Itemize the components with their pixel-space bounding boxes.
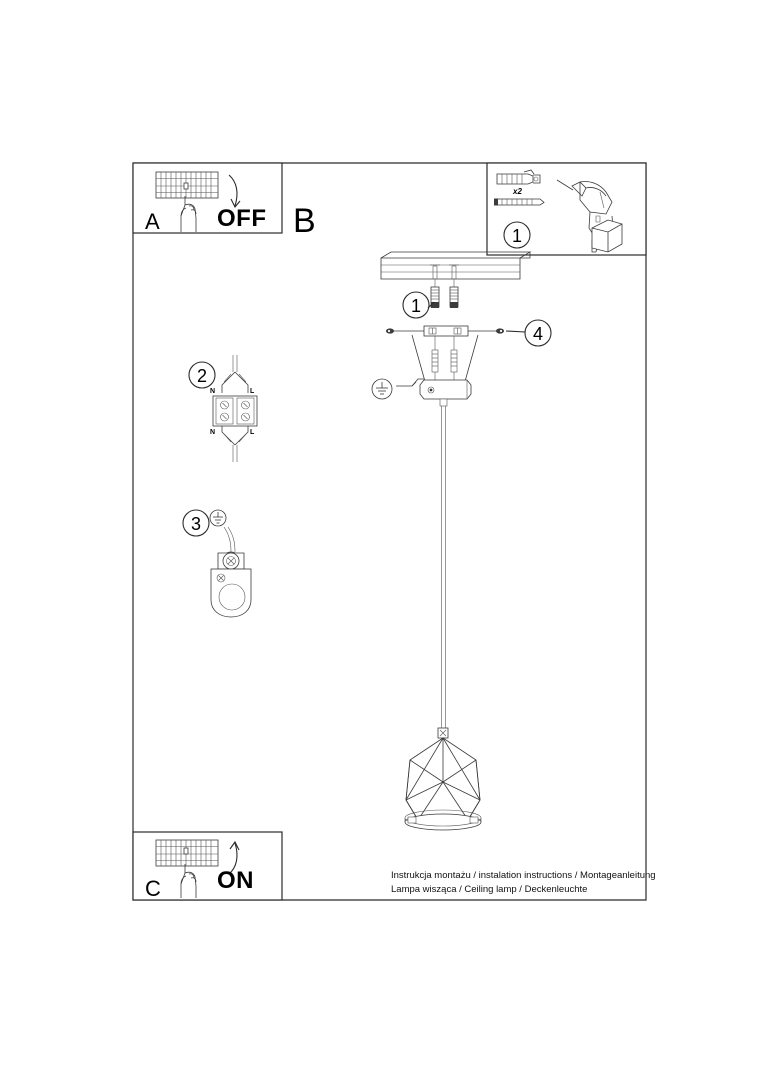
callout-1-parts-number: 1 [511,226,522,246]
parts-quantity-label: x2 [513,187,522,196]
callout-4 [505,319,552,347]
arrow-up-icon-c [228,840,240,875]
earth-ground-symbol-canopy [371,378,393,400]
callout-4-number: 4 [532,324,543,344]
ceiling-slab [380,251,532,280]
callout-2 [188,361,216,389]
terminal-label-l-bottom: L [250,429,255,436]
panel-c-letter: C [145,876,161,901]
mounting-screws [430,279,459,308]
lamp-shade-cage [404,727,482,831]
canopy-cable-clip-left [386,328,394,334]
panel-b-letter: B [293,202,316,240]
callout-1-ceiling-number: 1 [410,296,421,316]
screw-left [430,279,440,308]
callout-3 [182,509,210,537]
footer-line-2: Lampa wisząca / Ceiling lamp / Deckenleu… [391,884,588,895]
hanging-cord [441,406,446,728]
panel-c-action-label: ON [217,867,254,894]
terminal-label-l-top: L [250,388,255,395]
terminal-block-connector [212,355,258,462]
hand-icon-c [180,864,197,898]
panel-a-letter: A [145,209,160,234]
callout-2-number: 2 [196,366,207,386]
fuse-box-icon-c [155,839,219,867]
earth-ground-symbol-step3 [209,509,227,527]
screw-icon [494,198,545,206]
screw-right [449,279,459,308]
callout-1-ceiling [402,291,435,319]
hand-icon-a [180,196,197,232]
earth-terminal-clamp [210,526,252,618]
canopy-inner-screws [431,336,458,380]
terminal-label-n-bottom: N [210,429,216,436]
arrow-down-icon-a [228,174,241,208]
footer-line-1: Instrukcja montażu / instalation instruc… [391,870,656,881]
terminal-label-n-top: N [210,388,216,395]
canopy-cone [386,325,504,407]
canopy-cable-clip-right [496,328,504,334]
fuse-box-icon-a [155,171,219,199]
callout-3-number: 3 [190,514,201,534]
panel-a-action-label: OFF [217,205,267,232]
wall-plug-icon [496,169,541,185]
power-drill-icon [556,179,623,253]
callout-1-parts [503,221,531,249]
